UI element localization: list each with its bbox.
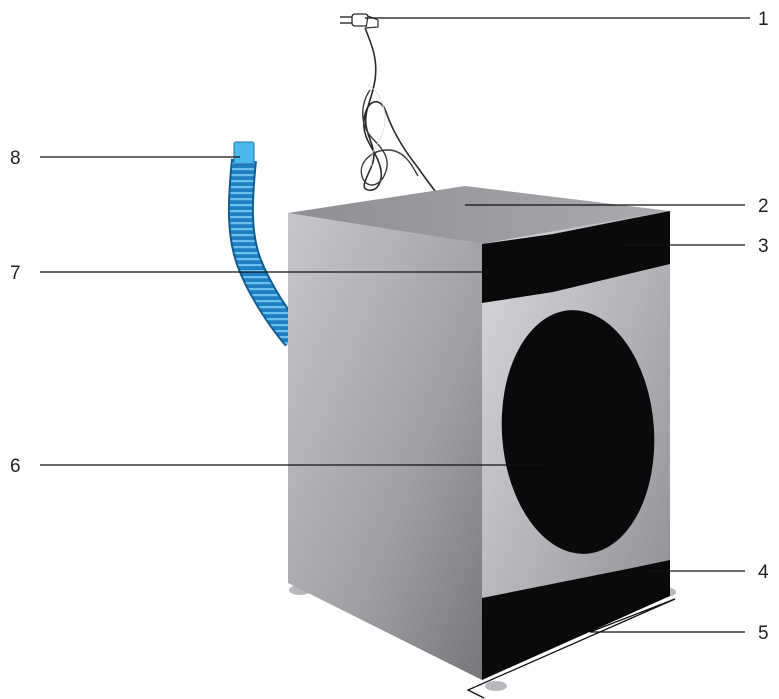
filter-cover — [632, 560, 670, 606]
side-panel — [288, 213, 482, 680]
plug-icon — [340, 14, 378, 28]
callout-4: 4 — [758, 562, 769, 583]
callout-5: 5 — [758, 623, 769, 644]
callout-1: 1 — [758, 9, 769, 30]
callout-7: 7 — [10, 263, 21, 284]
callout-8: 8 — [10, 148, 21, 169]
callout-6: 6 — [10, 456, 21, 477]
callout-2: 2 — [758, 196, 769, 217]
callout-3: 3 — [758, 236, 769, 257]
power-cord — [340, 14, 436, 192]
detergent-drawer — [482, 234, 553, 303]
washer-cabinet — [288, 186, 676, 691]
hose-icon — [234, 142, 295, 338]
hose-end-cap — [234, 142, 254, 164]
foot-front-left — [485, 681, 507, 691]
